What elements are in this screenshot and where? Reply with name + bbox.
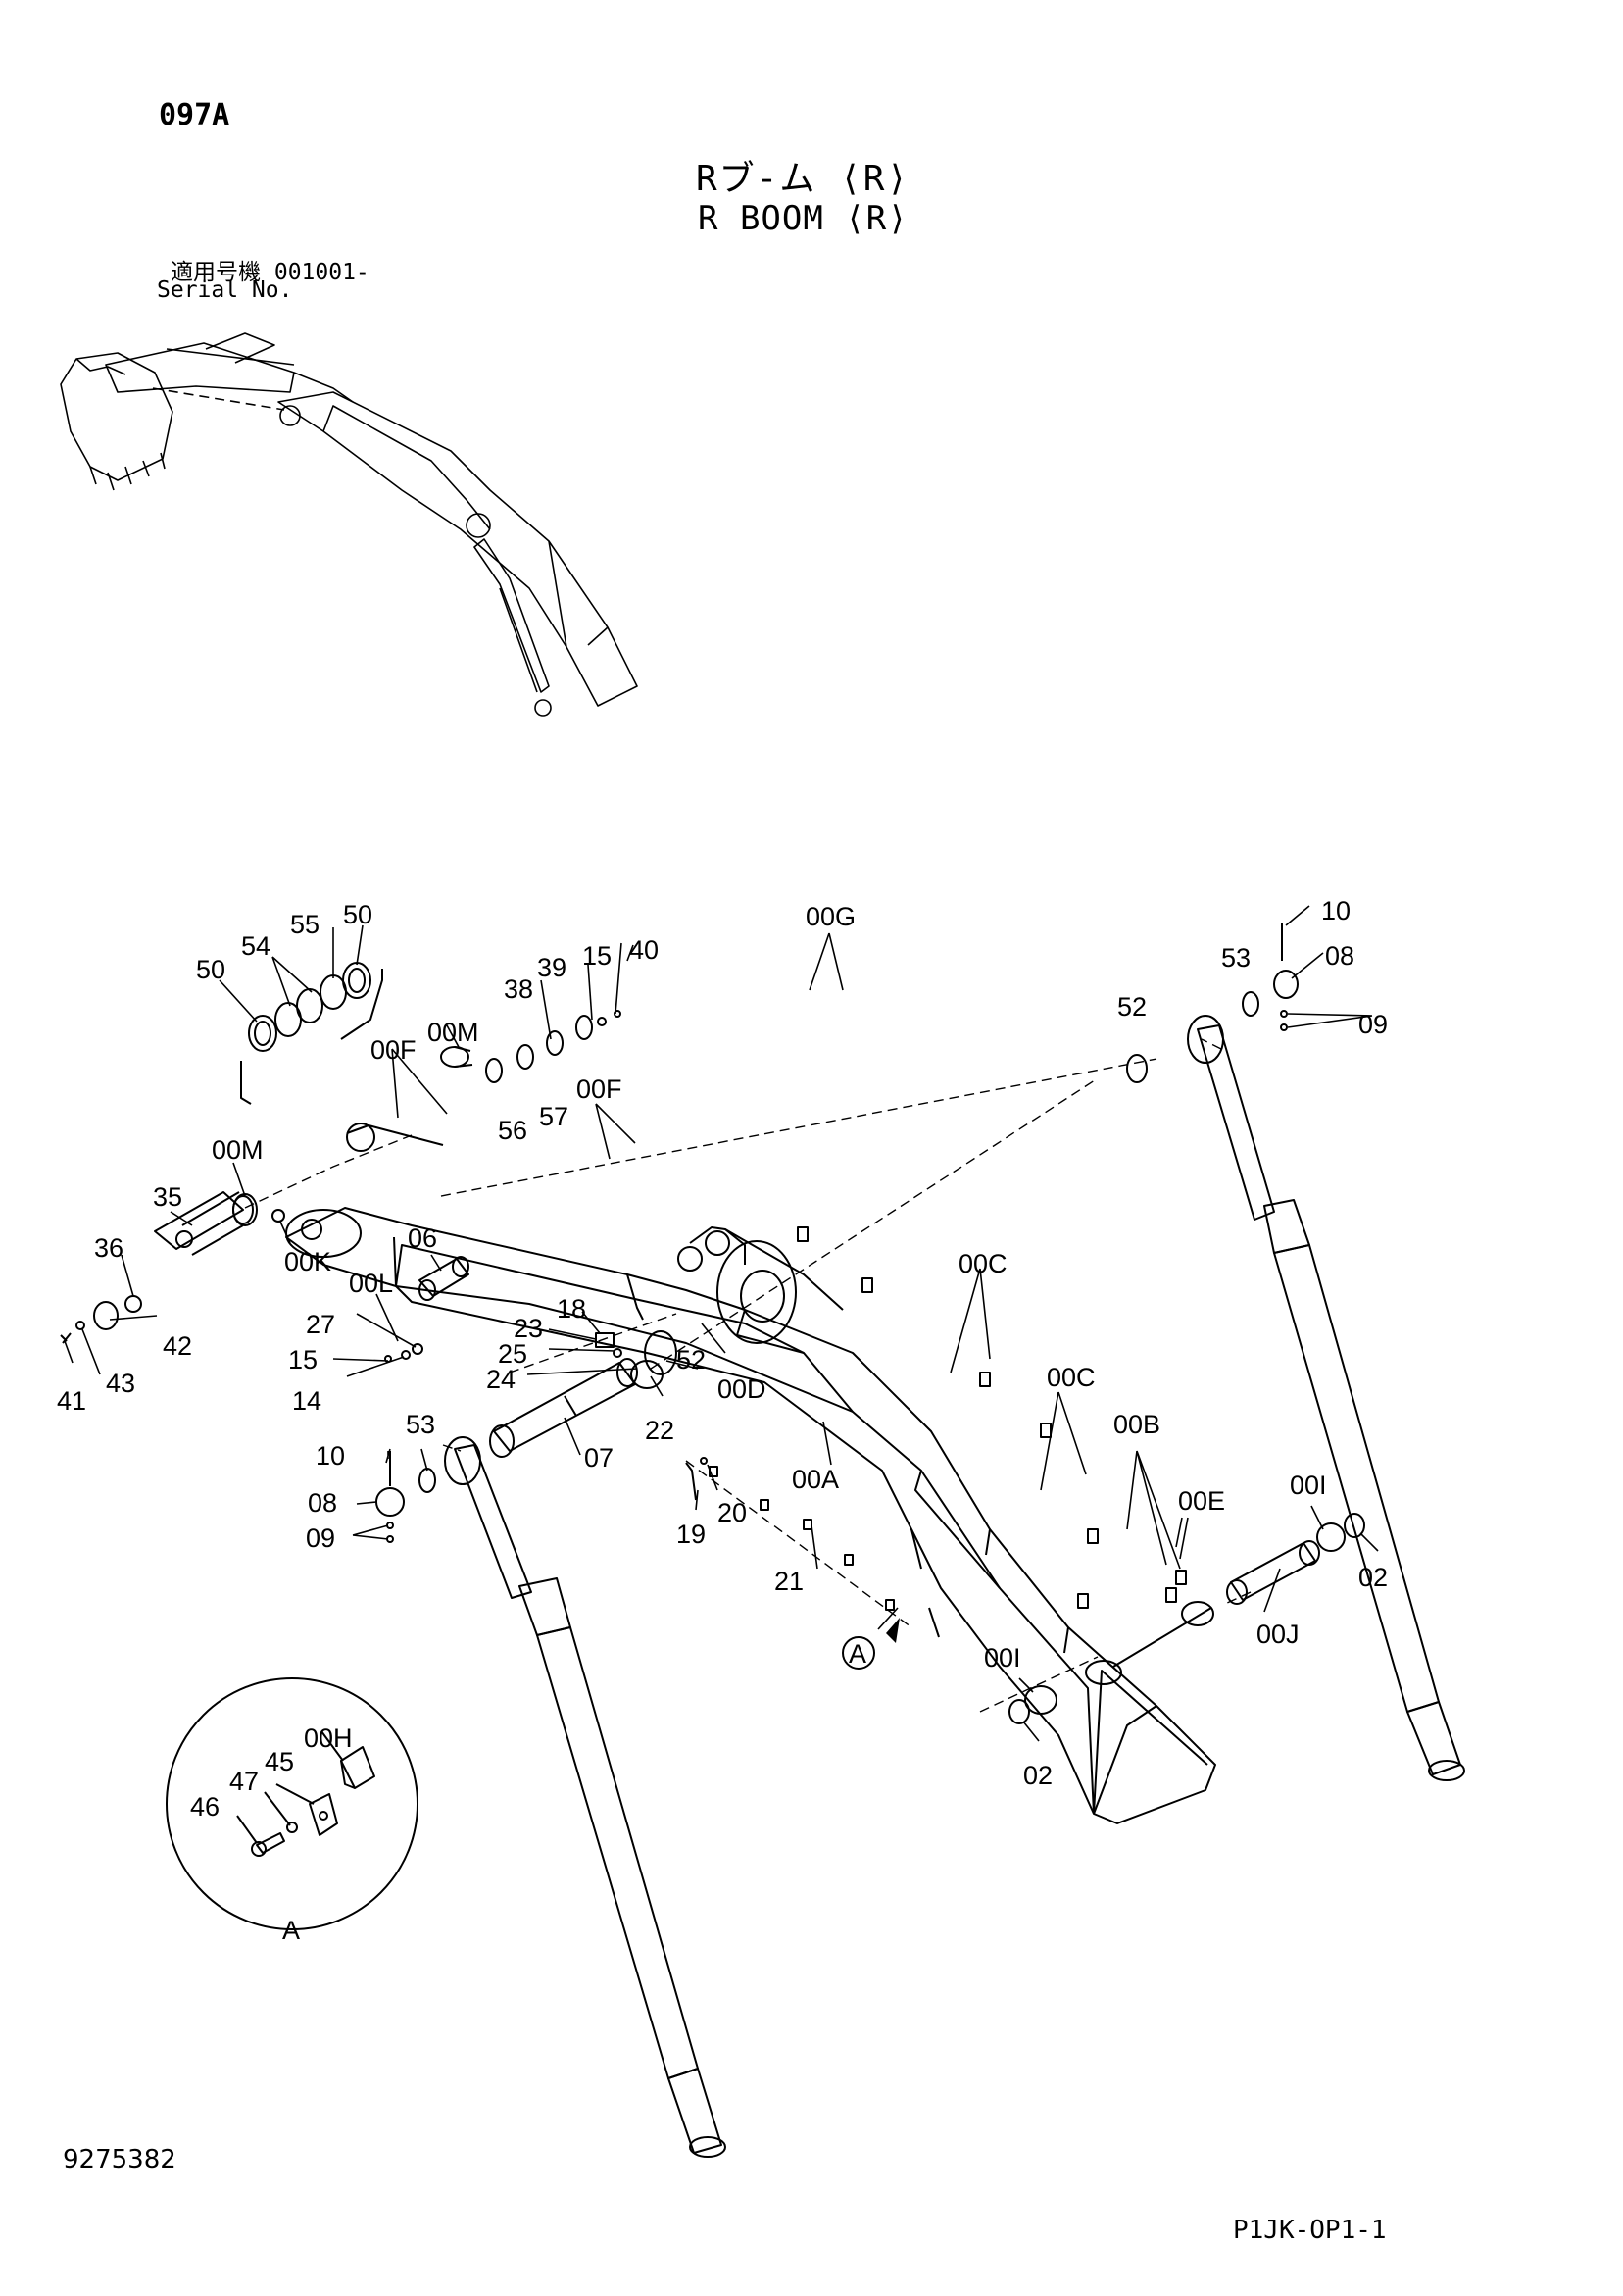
callout-42: 42 <box>163 1331 192 1361</box>
callout-09-left: 09 <box>306 1523 335 1553</box>
title-english: R BOOM ⟨R⟩ <box>698 199 909 238</box>
leader-lines <box>64 905 1379 1742</box>
callout-56: 56 <box>498 1116 527 1145</box>
left-cylinder <box>444 1436 726 2158</box>
callout-50-a: 50 <box>196 955 225 984</box>
callout-10-right: 10 <box>1321 896 1351 925</box>
callout-47: 47 <box>229 1767 259 1796</box>
callout-07: 07 <box>584 1443 614 1472</box>
callout-22: 22 <box>645 1416 674 1445</box>
callout-39: 39 <box>537 953 566 982</box>
callout-00C-a: 00C <box>959 1249 1008 1278</box>
boom-body <box>285 1123 1216 1824</box>
callout-45: 45 <box>265 1747 294 1776</box>
callout-00A: 00A <box>792 1465 839 1494</box>
callout-53-right: 53 <box>1221 943 1251 973</box>
overview-thumbnail <box>60 332 638 717</box>
callout-43: 43 <box>106 1369 135 1398</box>
callout-14: 14 <box>292 1386 321 1416</box>
document-number: 9275382 <box>63 2145 176 2174</box>
callout-00M-top: 00M <box>427 1018 479 1047</box>
callout-20: 20 <box>717 1498 747 1527</box>
callout-A-marker: A <box>849 1639 866 1669</box>
callout-40: 40 <box>629 935 659 965</box>
callout-A-detail: A <box>282 1916 300 1945</box>
callout-57: 57 <box>539 1102 568 1131</box>
callout-02-right: 02 <box>1358 1563 1388 1592</box>
detail-a-marker <box>842 1618 900 1670</box>
page-code: 097A <box>159 98 230 132</box>
callout-00M-lower: 00M <box>212 1135 264 1165</box>
title-japanese: Rブ-ム ⟨R⟩ <box>696 159 910 199</box>
callout-00H: 00H <box>304 1723 353 1753</box>
callout-46: 46 <box>190 1792 220 1822</box>
callout-00L: 00L <box>349 1269 393 1298</box>
callout-00J: 00J <box>1256 1620 1300 1649</box>
callout-53-left: 53 <box>406 1410 435 1439</box>
callout-00G: 00G <box>806 902 856 931</box>
right-cylinder <box>1187 1015 1465 1781</box>
serial-label-japanese: 適用号機 001001- <box>171 260 369 285</box>
alignment-lines <box>244 1038 1252 1713</box>
callout-35: 35 <box>153 1182 182 1212</box>
callout-27: 27 <box>306 1310 335 1339</box>
pins-and-parts <box>60 923 1365 1724</box>
callout-54: 54 <box>241 931 270 961</box>
callout-15-left: 15 <box>288 1345 318 1374</box>
callout-52-right: 52 <box>1117 992 1147 1022</box>
callout-36: 36 <box>94 1233 123 1263</box>
callout-41: 41 <box>57 1386 86 1416</box>
callout-50-b: 50 <box>343 900 372 929</box>
callout-21: 21 <box>774 1567 804 1596</box>
callout-52-center: 52 <box>676 1345 706 1374</box>
callout-23: 23 <box>514 1314 543 1343</box>
callout-02-left: 02 <box>1023 1761 1053 1790</box>
callout-00F-right: 00F <box>576 1074 622 1104</box>
serial-label-english: Serial No. <box>157 277 293 303</box>
callout-00F-left: 00F <box>370 1035 417 1065</box>
callout-00E: 00E <box>1178 1486 1225 1516</box>
callout-06: 06 <box>408 1223 437 1253</box>
callout-55: 55 <box>290 910 320 939</box>
callout-09-right: 09 <box>1358 1010 1388 1039</box>
callout-15-top: 15 <box>582 941 612 971</box>
callout-08-right: 08 <box>1325 941 1354 971</box>
callout-00B: 00B <box>1113 1410 1160 1439</box>
callout-00D: 00D <box>717 1374 766 1404</box>
callout-00C-b: 00C <box>1047 1363 1096 1392</box>
detail-view-a <box>166 1677 418 1930</box>
callout-10-left: 10 <box>316 1441 345 1471</box>
callout-18: 18 <box>557 1294 586 1323</box>
callout-00I-left: 00I <box>984 1643 1021 1672</box>
callout-19: 19 <box>676 1520 706 1549</box>
callout-25: 25 <box>498 1339 527 1369</box>
callout-38: 38 <box>504 974 533 1004</box>
callout-24: 24 <box>486 1365 516 1394</box>
page-reference: P1JK-OP1-1 <box>1233 2216 1387 2245</box>
callout-08-left: 08 <box>308 1488 337 1518</box>
callout-00K: 00K <box>284 1247 331 1276</box>
callout-labels: 10 08 53 09 52 50 54 55 50 39 15 40 38 0… <box>57 896 1388 1945</box>
callout-00I-right: 00I <box>1290 1471 1327 1500</box>
